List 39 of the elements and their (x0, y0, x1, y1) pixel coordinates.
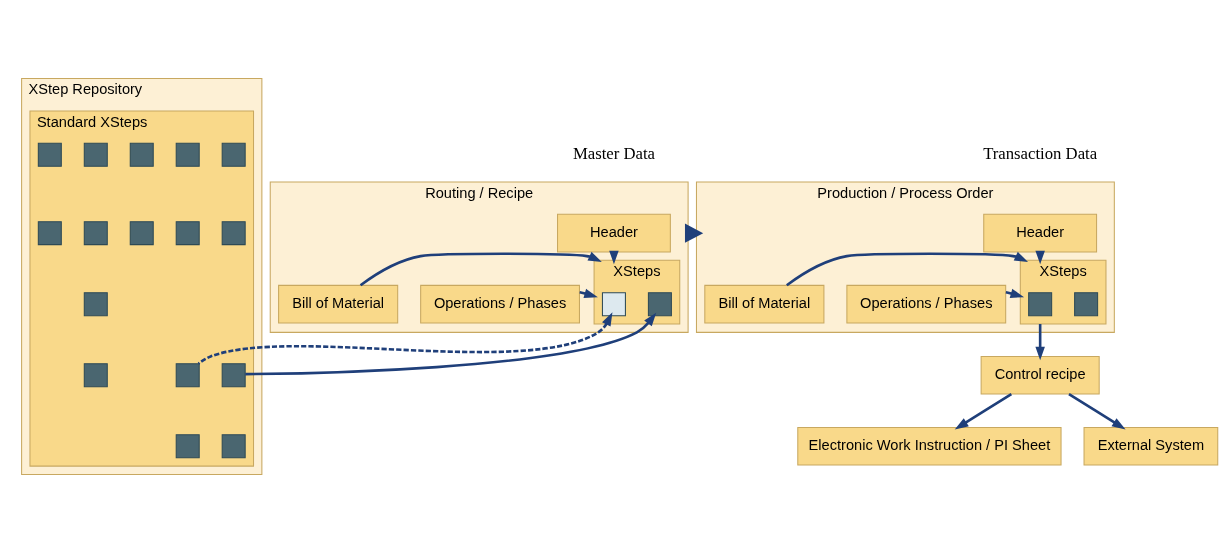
node-box (221, 142, 246, 167)
node-box (601, 291, 626, 316)
node-box: Operations / Phases (846, 284, 1007, 323)
label: Transaction Data (983, 143, 1098, 163)
node-box (83, 362, 108, 387)
node-box (37, 220, 62, 245)
node-box: Bill of Material (278, 284, 399, 323)
node-box (175, 142, 200, 167)
arrow (684, 223, 704, 243)
node-box: External System (1083, 426, 1219, 466)
node-box (1074, 291, 1099, 316)
arrow (1035, 323, 1045, 360)
node-box (175, 220, 200, 245)
arrow (786, 251, 1029, 286)
node-box (221, 433, 246, 458)
node-box (221, 362, 246, 387)
node-box: Electronic Work Instruction / PI Sheet (797, 426, 1062, 466)
node-box (647, 291, 672, 316)
label: Master Data (572, 143, 655, 163)
node-box (1028, 291, 1053, 316)
node-box (129, 220, 154, 245)
arrow (1068, 392, 1126, 429)
arrow (359, 251, 602, 286)
node-box (83, 220, 108, 245)
node-box (129, 142, 154, 167)
arrow (197, 311, 613, 365)
cluster: Standard XSteps (29, 109, 255, 467)
node-box (37, 142, 62, 167)
node-box: Bill of Material (704, 284, 825, 323)
cluster: XSteps (1019, 259, 1107, 325)
node-box (83, 142, 108, 167)
arrow (954, 392, 1013, 429)
node-box (83, 291, 108, 316)
node-box: Operations / Phases (420, 284, 580, 323)
node-box: Control recipe (980, 355, 1100, 395)
node-box (175, 433, 200, 458)
node-box (175, 362, 200, 387)
arrow (245, 312, 657, 375)
node-box (221, 220, 246, 245)
